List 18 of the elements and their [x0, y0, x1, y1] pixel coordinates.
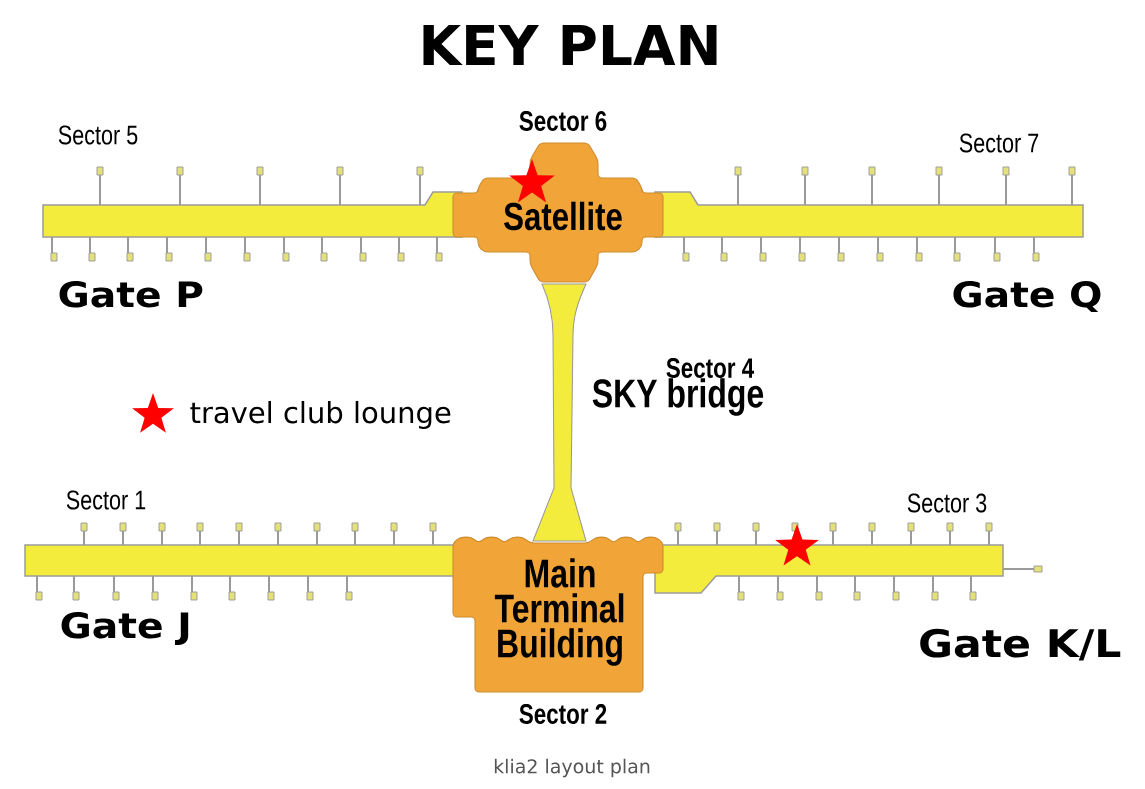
- sector-label: Sector 1: [66, 490, 146, 510]
- sector-label: Sector 2: [519, 704, 607, 724]
- sky-bridge: [532, 283, 587, 542]
- gate-label: Gate K/L: [920, 628, 1121, 661]
- bridge-label: SKY bridge: [592, 378, 764, 416]
- sector-label: Sector 5: [58, 125, 138, 145]
- sector-label: Sector 6: [519, 111, 607, 131]
- sector-label: Sector 7: [959, 133, 1039, 153]
- gate-label: Gate Q: [953, 281, 1101, 313]
- gate-label: Gate P: [59, 281, 203, 308]
- legend-text: travel club lounge: [190, 400, 451, 430]
- caption: klia2 layout plan: [494, 758, 650, 778]
- sector-label: Sector 3: [907, 493, 987, 513]
- title: KEY PLAN: [423, 24, 717, 66]
- gate-label: Gate J: [61, 612, 189, 645]
- sector-label: Sector 4: [666, 358, 755, 378]
- terminal-building: Main Terminal Building: [452, 536, 664, 693]
- satellite-building: Satellite: [452, 142, 664, 283]
